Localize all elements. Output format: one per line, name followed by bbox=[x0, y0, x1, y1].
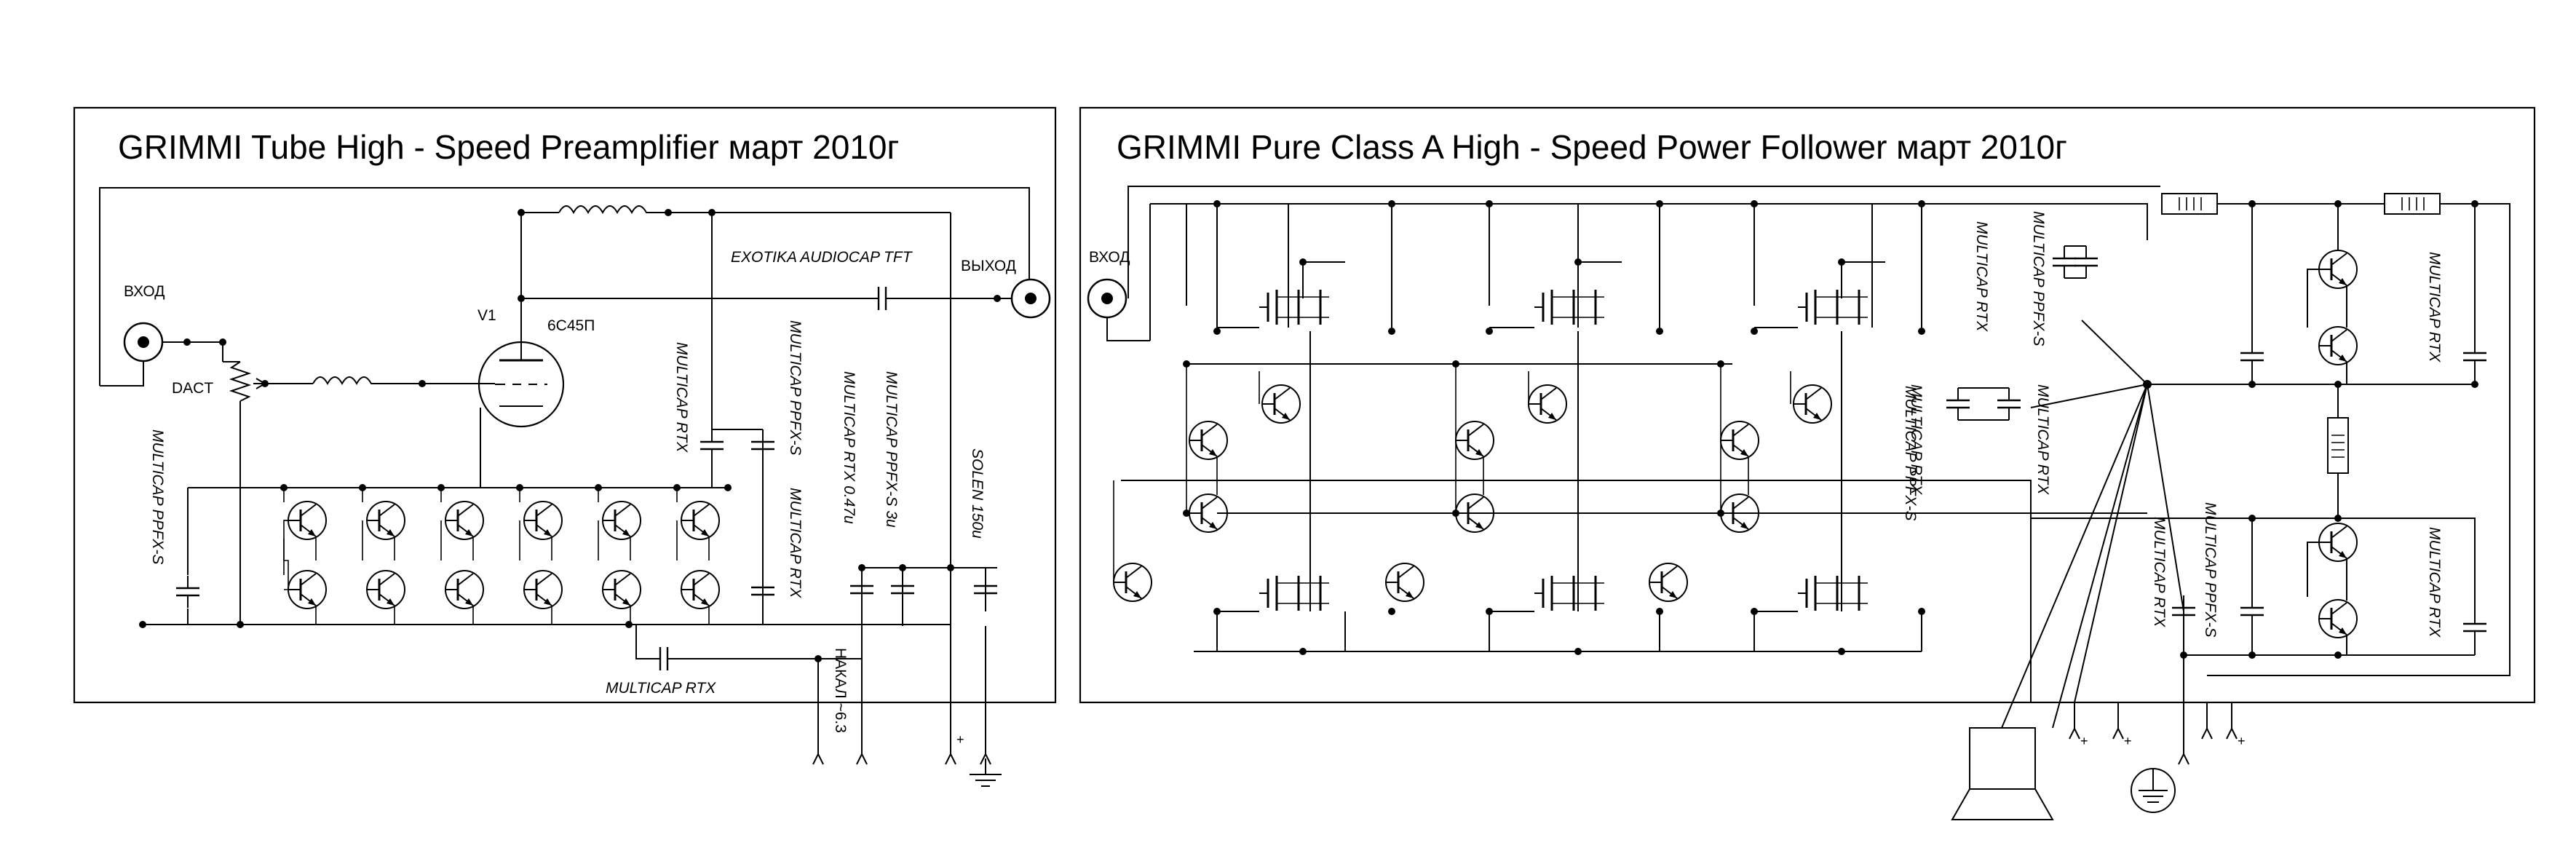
cap-solen: SOLEN 150u bbox=[969, 448, 986, 539]
cap-ppfxs-left: MULTICAP PPFX-S bbox=[149, 429, 166, 565]
preamp-panel: GRIMMI Tube High - Speed Preamplifier ма… bbox=[73, 106, 1057, 787]
preamp-output-label: ВЫХОД bbox=[961, 258, 1016, 274]
follower-border bbox=[1079, 106, 2536, 704]
follower-title: GRIMMI Pure Class A High - Speed Power F… bbox=[1117, 128, 2067, 166]
cap-ppfxs-3u: MULTICAP PPFX-S 3u bbox=[883, 371, 900, 528]
resistor bbox=[2384, 193, 2441, 215]
plus-mark: + bbox=[2238, 734, 2246, 748]
cap-ppfxs-3: MULTICAP PPFX-S bbox=[1902, 386, 1919, 521]
plus-mark: + bbox=[2124, 734, 2132, 748]
tube-ref: V1 bbox=[477, 307, 496, 324]
rca-jack-icon[interactable] bbox=[1010, 278, 1051, 319]
cap-rtx-vertical: MULTICAP RTX bbox=[673, 342, 690, 453]
ground-icon bbox=[2131, 768, 2176, 813]
plus-mark: + bbox=[956, 732, 964, 747]
cap-rtx-3: MULTICAP RTX bbox=[2034, 384, 2051, 495]
power-follower-panel: GRIMMI Pure Class A High - Speed Power F… bbox=[1079, 106, 2536, 820]
cap-rtx-right: MULTICAP RTX bbox=[787, 488, 804, 598]
ground-icon bbox=[969, 758, 1002, 787]
cap-rtx-4: MULTICAP RTX bbox=[2151, 517, 2168, 627]
current-source-array bbox=[287, 500, 721, 610]
resistor bbox=[2161, 193, 2218, 215]
tube-type: 6С45П bbox=[547, 317, 595, 334]
cap-bottom: MULTICAP RTX bbox=[606, 680, 716, 697]
cap-rtx-2: MULTICAP RTX bbox=[1908, 384, 1925, 495]
cap-ppfxs-2: MULTICAP PPFX-S bbox=[2202, 502, 2219, 638]
coupling-cap-label: EXOTIKA AUDIOCAP TFT bbox=[731, 249, 914, 266]
preamp-border bbox=[73, 106, 1057, 704]
cap-ppfxs-1: MULTICAP PPFX-S bbox=[2030, 211, 2047, 346]
cap-rtx-047: MULTICAP RTX 0.47u bbox=[841, 371, 857, 524]
pot-label: DACT bbox=[172, 380, 213, 397]
rca-jack-icon[interactable] bbox=[123, 322, 164, 362]
plus-mark: + bbox=[2080, 734, 2088, 748]
rca-jack-icon[interactable] bbox=[1087, 278, 1128, 319]
cap-rtx-1: MULTICAP RTX bbox=[1973, 221, 1990, 332]
follower-input-label: ВХОД bbox=[1089, 249, 1130, 266]
cap-ppfxs-vertical: MULTICAP PPFX-S bbox=[787, 320, 804, 456]
preamp-title: GRIMMI Tube High - Speed Preamplifier ма… bbox=[118, 128, 899, 166]
resistor bbox=[2327, 417, 2349, 474]
speaker-icon bbox=[1951, 727, 2054, 820]
cap-rtx-6: MULTICAP RTX bbox=[2426, 527, 2443, 638]
preamp-input-label: ВХОД bbox=[124, 283, 165, 300]
heater-label: НАКАЛ ~6.3 bbox=[832, 648, 849, 733]
cap-rtx-5: MULTICAP RTX bbox=[2426, 252, 2443, 362]
